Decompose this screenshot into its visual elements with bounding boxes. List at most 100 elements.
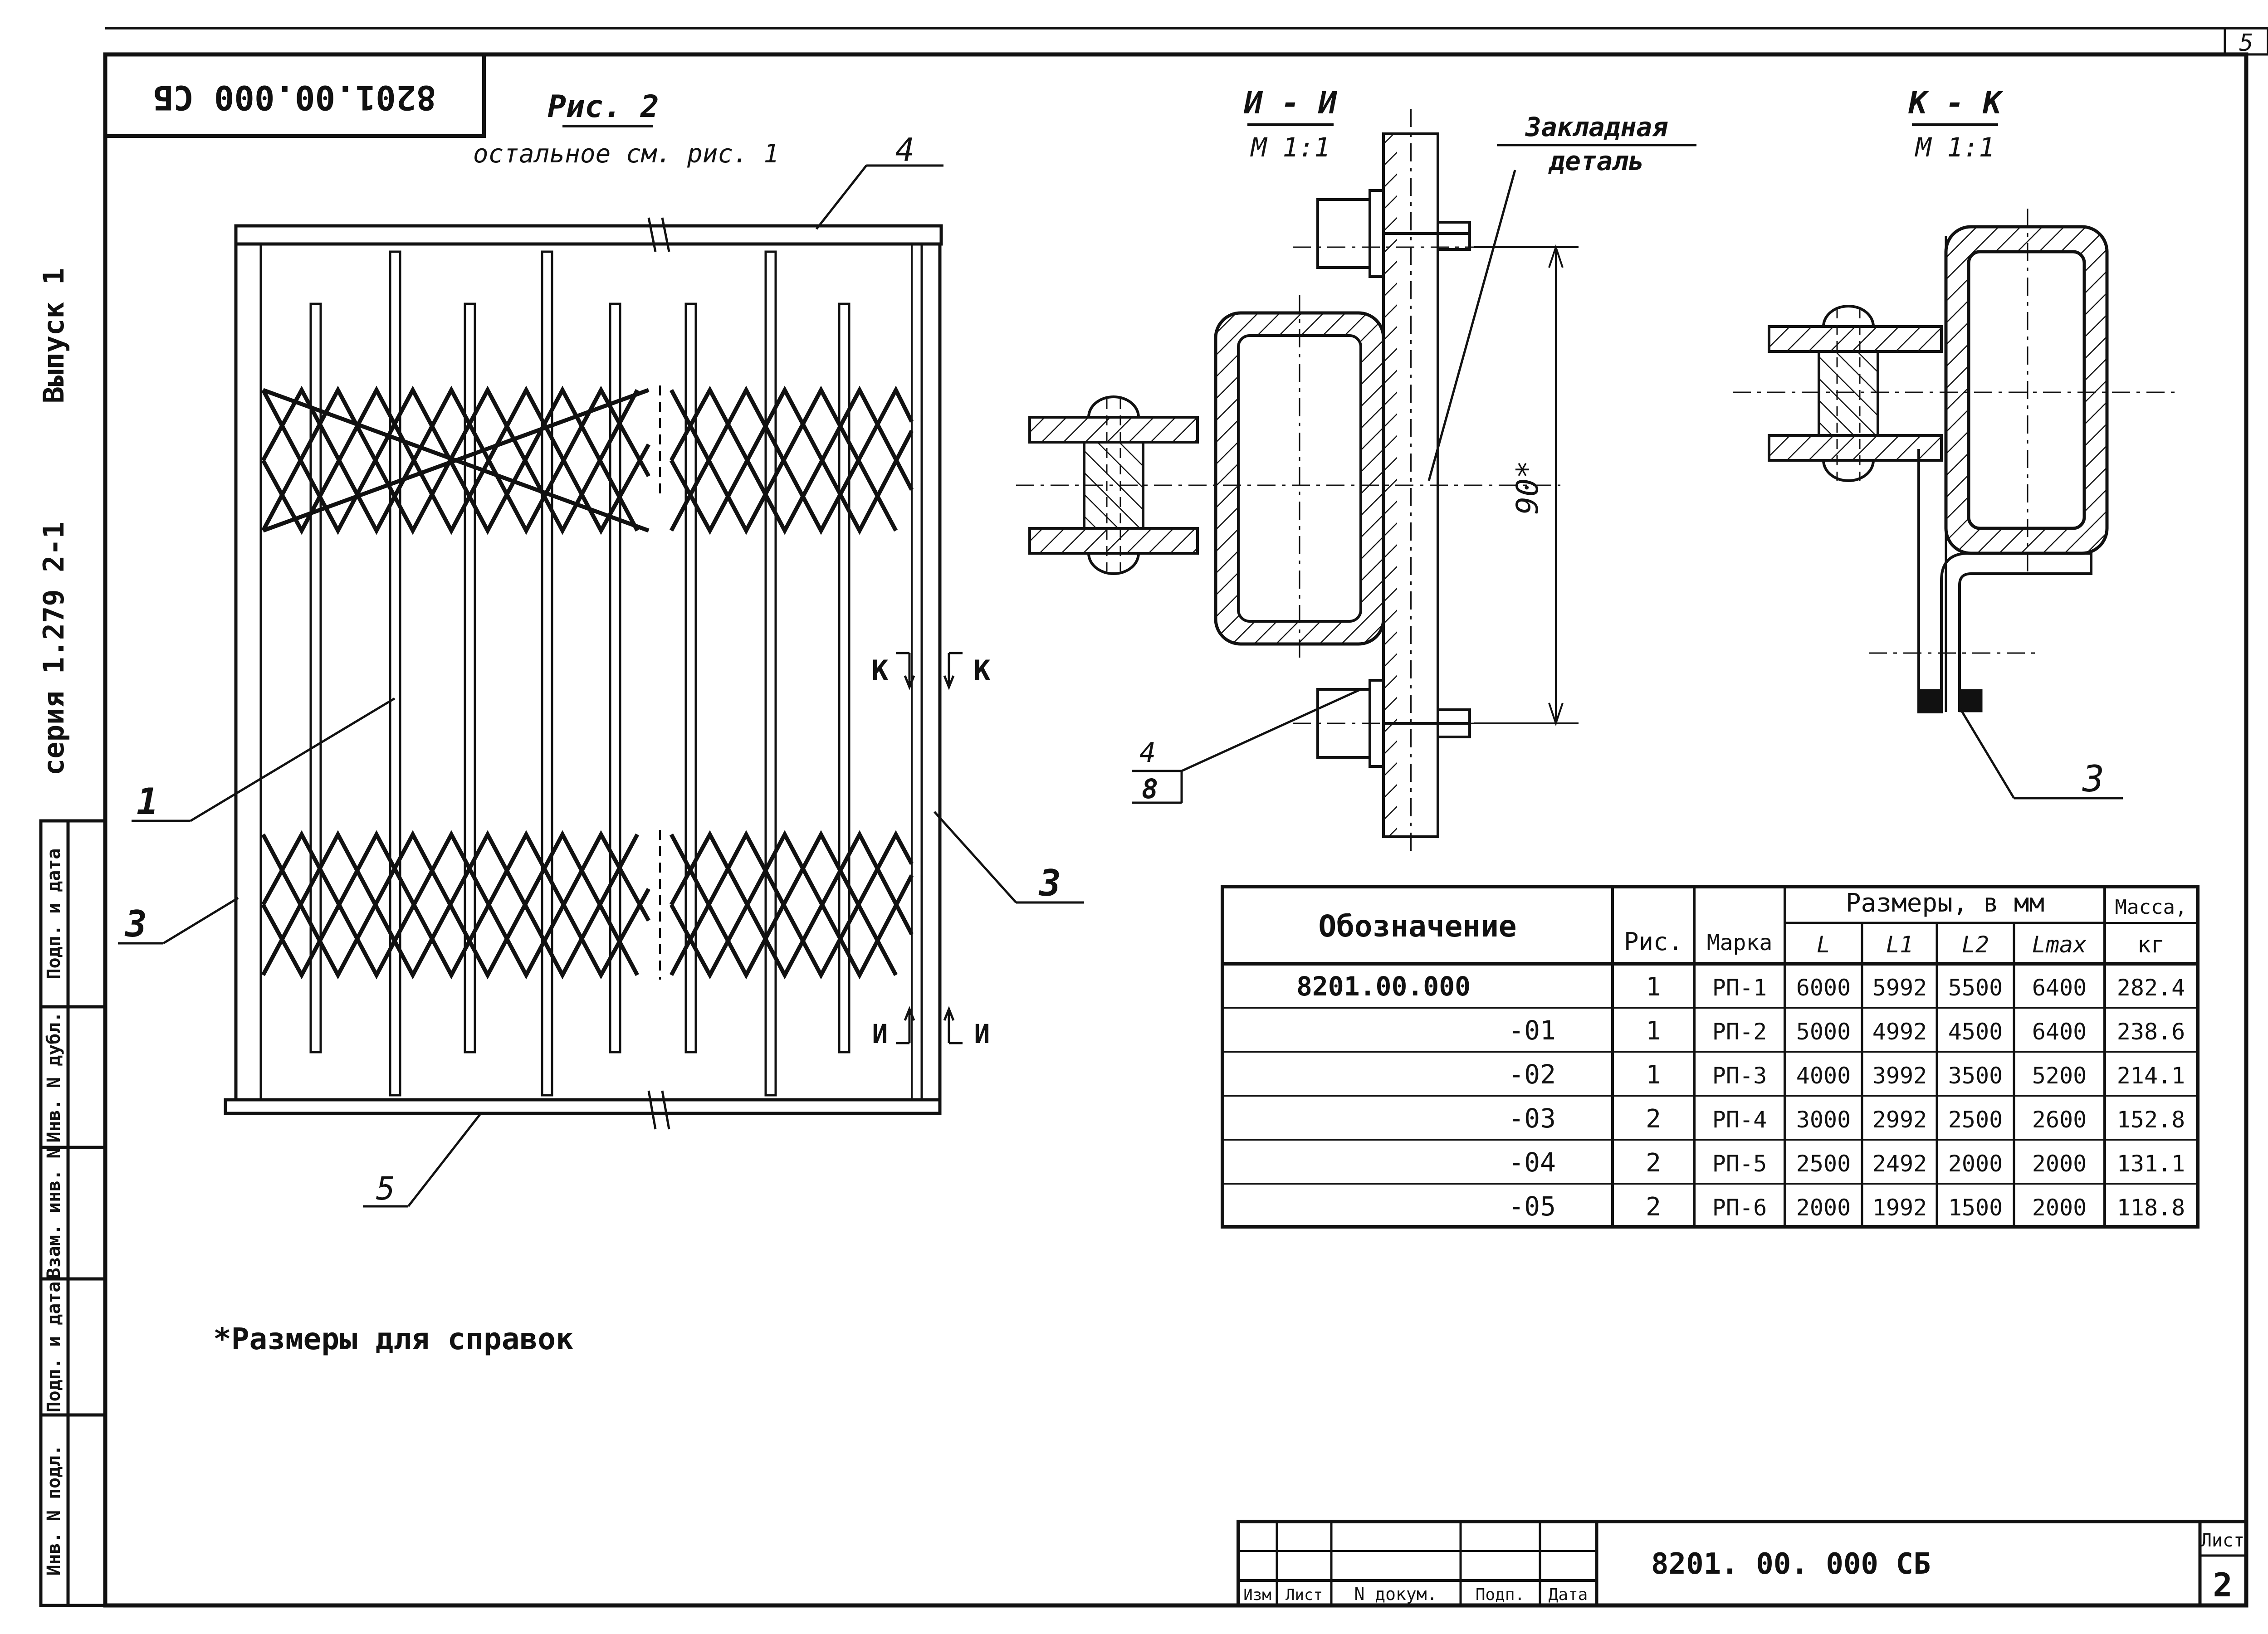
- tb-sheet-number: 2: [2213, 1566, 2232, 1604]
- th-L: L: [1817, 932, 1830, 958]
- section-kk-drawing: [1733, 209, 2177, 800]
- row-1-designation: -01: [1508, 1015, 1556, 1046]
- row-2-fig: 1: [1646, 1060, 1661, 1090]
- section-ii-title: И - И: [1244, 85, 1338, 121]
- section-ii-drawing: [1016, 109, 1579, 853]
- section-ii-scale: М 1:1: [1250, 132, 1330, 163]
- th-mass-2: кг: [2137, 932, 2165, 958]
- stamp-cell-podp-data-1: Подп. и дата: [44, 1282, 64, 1413]
- stamp-cell-inv-podl: Инв. N подл.: [44, 1445, 64, 1576]
- tb-col-data: Дата: [1549, 1585, 1588, 1604]
- fig2-subtitle: остальное см. рис. 1: [473, 139, 779, 169]
- tb-col-ndokum: N докум.: [1354, 1584, 1437, 1604]
- row-4-mass: 131.1: [2117, 1151, 2185, 1177]
- issue-label: Выпуск 1: [37, 268, 70, 404]
- row-0-L2: 5500: [1948, 975, 2003, 1001]
- row-0-fig: 1: [1646, 972, 1661, 1002]
- section-kk-scale: М 1:1: [1915, 132, 1995, 163]
- row-2-L1: 3992: [1872, 1063, 1927, 1089]
- section-mark-i-right: И: [974, 1019, 990, 1049]
- row-3-mass: 152.8: [2117, 1107, 2185, 1133]
- gate-elevation: [118, 164, 1084, 1208]
- th-sizes: Размеры, в мм: [1846, 888, 2044, 918]
- row-5-L: 2000: [1796, 1195, 1851, 1221]
- row-2-designation: -02: [1508, 1059, 1556, 1090]
- stamp-cell-podp-data-2: Подп. и дата: [44, 849, 64, 980]
- row-0-L: 6000: [1796, 975, 1851, 1001]
- side-stamp: [39, 819, 107, 1607]
- row-2-Lmax: 5200: [2032, 1063, 2087, 1089]
- th-designation: Обозначение: [1318, 909, 1516, 944]
- row-3-L1: 2992: [1872, 1107, 1927, 1133]
- sheet-frame: [103, 27, 2268, 1608]
- row-1-L2: 4500: [1948, 1019, 2003, 1045]
- row-5-mark: РП-6: [1712, 1195, 1767, 1221]
- row-5-fig: 2: [1646, 1192, 1661, 1222]
- row-2-L2: 3500: [1948, 1063, 2003, 1089]
- th-Lmax: Lmax: [2032, 932, 2087, 958]
- row-2-mass: 214.1: [2117, 1063, 2185, 1089]
- row-4-L2: 2000: [1948, 1151, 2003, 1177]
- row-0-Lmax: 6400: [2032, 975, 2087, 1001]
- section-kk-title: К - К: [1908, 85, 2004, 121]
- title-block: [1237, 1520, 2248, 1607]
- row-4-L: 2500: [1796, 1151, 1851, 1177]
- embedded-part-label-2: деталь: [1548, 146, 1644, 176]
- th-mass-1: Масса,: [2115, 896, 2187, 919]
- row-1-mass: 238.6: [2117, 1019, 2185, 1045]
- row-1-Lmax: 6400: [2032, 1019, 2087, 1045]
- row-0-L1: 5992: [1872, 975, 1927, 1001]
- section-mark-k-left: К: [871, 654, 889, 687]
- row-2-mark: РП-3: [1712, 1063, 1767, 1089]
- row-5-L2: 1500: [1948, 1195, 2003, 1221]
- th-fig: Рис.: [1624, 927, 1683, 956]
- tb-col-podp: Подп.: [1476, 1585, 1525, 1604]
- sheet-corner-number: 5: [2239, 29, 2253, 57]
- row-1-L: 5000: [1796, 1019, 1851, 1045]
- code-box: 8201.00.000 СБ: [103, 53, 486, 138]
- footnote: *Размеры для справок: [213, 1322, 574, 1356]
- th-L1: L1: [1886, 932, 1913, 958]
- dimension-90: 90*: [1510, 460, 1545, 514]
- row-3-mark: РП-4: [1712, 1107, 1767, 1133]
- row-1-mark: РП-2: [1712, 1019, 1767, 1045]
- row-3-Lmax: 2600: [2032, 1107, 2087, 1133]
- fig2-callout-1: 1: [137, 780, 158, 823]
- leader-label-8: 8: [1142, 773, 1158, 805]
- row-1-L1: 4992: [1872, 1019, 1927, 1045]
- stamp-cell-inv-dubl: Инв. N дубл.: [44, 1012, 64, 1143]
- leader-label-4: 4: [1139, 737, 1156, 769]
- row-3-L2: 2500: [1948, 1107, 2003, 1133]
- row-5-mass: 118.8: [2117, 1195, 2185, 1221]
- code-box-text: 8201.00.000 СБ: [153, 78, 436, 117]
- section-mark-k-right: К: [973, 654, 991, 687]
- tb-col-izm: Изм: [1243, 1586, 1271, 1604]
- th-mark: Марка: [1707, 930, 1773, 956]
- row-4-mark: РП-5: [1712, 1151, 1767, 1177]
- section-kk-callout-3: 3: [2082, 758, 2104, 800]
- tb-sheet-label: Лист: [2201, 1530, 2244, 1551]
- fig2-title: Рис. 2: [547, 89, 659, 125]
- row-0-designation: 8201.00.000: [1296, 971, 1471, 1002]
- row-2-L: 4000: [1796, 1063, 1851, 1089]
- spec-table: [1221, 885, 2200, 1229]
- row-3-fig: 2: [1646, 1104, 1661, 1134]
- stamp-cell-vzam-inv: Взам. инв. N: [44, 1148, 64, 1279]
- row-0-mass: 282.4: [2117, 975, 2185, 1001]
- th-L2: L2: [1962, 932, 1989, 958]
- row-5-designation: -05: [1508, 1191, 1556, 1222]
- fig2-callout-5: 5: [376, 1170, 395, 1207]
- row-1-fig: 1: [1646, 1016, 1661, 1046]
- section-mark-i-left: И: [872, 1019, 888, 1049]
- row-0-mark: РП-1: [1712, 975, 1767, 1001]
- row-5-L1: 1992: [1872, 1195, 1927, 1221]
- row-4-L1: 2492: [1872, 1151, 1927, 1177]
- series-label: серия 1.279 2-1: [37, 522, 70, 776]
- row-4-designation: -04: [1508, 1147, 1556, 1178]
- fig2-callout-3-left: 3: [124, 903, 147, 945]
- fig2-callout-3-right: 3: [1038, 862, 1061, 904]
- spec-table-text: Обозначение Рис. Марка Размеры, в мм Мас…: [1296, 888, 2187, 1222]
- row-5-Lmax: 2000: [2032, 1195, 2087, 1221]
- row-3-designation: -03: [1508, 1103, 1556, 1134]
